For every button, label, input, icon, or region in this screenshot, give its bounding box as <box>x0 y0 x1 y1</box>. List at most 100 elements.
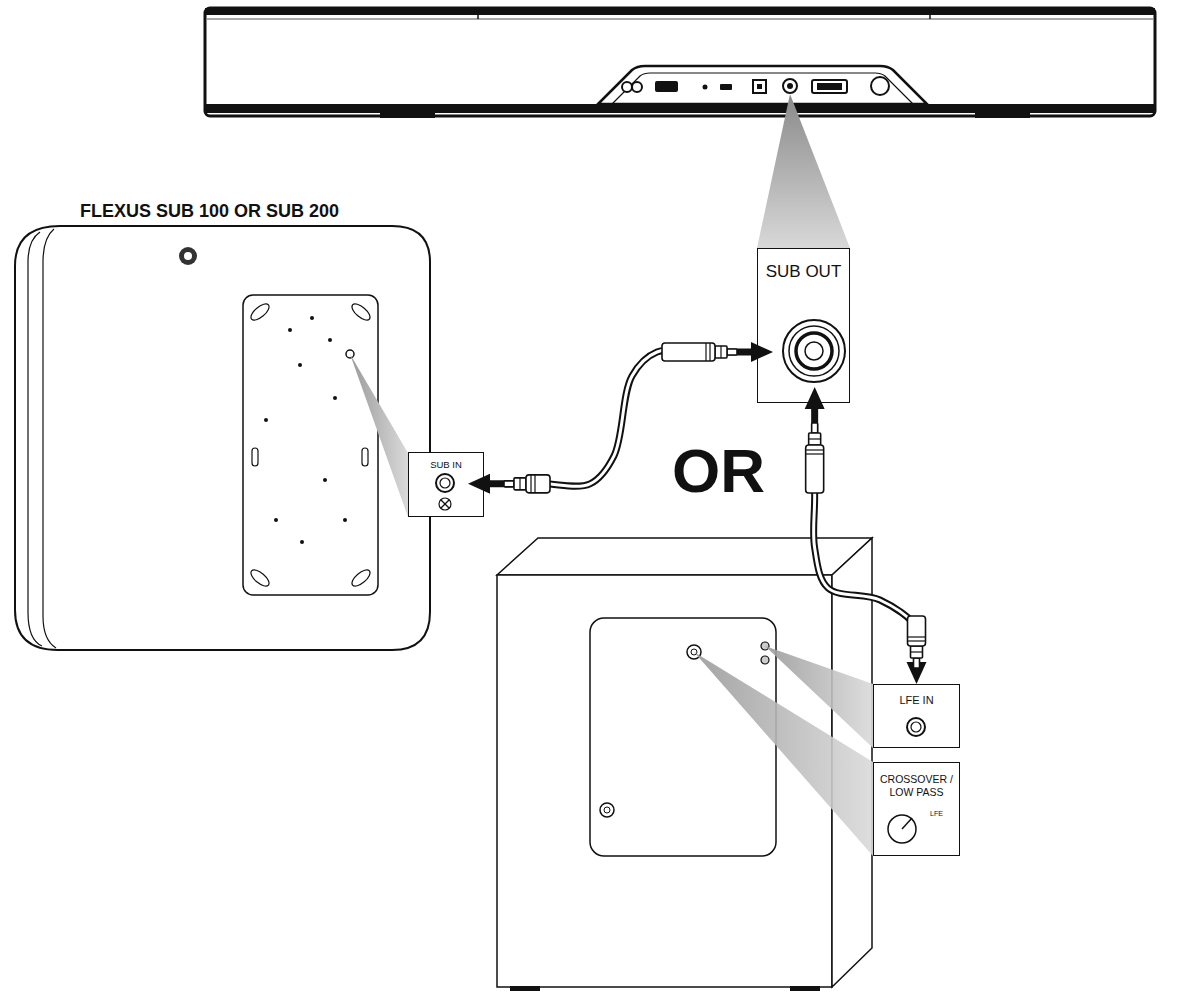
plug-pin <box>914 658 920 668</box>
mount-hole <box>298 363 302 367</box>
subwoofer-edge <box>43 229 56 648</box>
callout-box: LFE IN <box>873 684 960 748</box>
rca-plug <box>806 423 824 493</box>
box-label: LFE IN <box>877 694 956 707</box>
optical-port <box>753 80 766 93</box>
plug-grip <box>908 636 926 637</box>
keyhole-slot <box>252 448 258 466</box>
box-label: CROSSOVER / LOW PASS <box>877 773 956 799</box>
callout-beam <box>350 354 408 517</box>
usb-port <box>720 84 732 90</box>
wall-mount-plate <box>243 295 378 595</box>
subwoofer-button-core <box>184 252 192 260</box>
plug-pin <box>727 349 737 355</box>
mount-slot <box>349 567 372 589</box>
subwoofer-foot <box>790 986 820 991</box>
callout-box: SUB OUT <box>757 248 850 403</box>
mount-hole <box>323 478 327 482</box>
plug-grip <box>809 438 821 439</box>
mount-slot <box>248 567 271 589</box>
plug-pin <box>812 423 818 433</box>
box-label: SUB OUT <box>761 262 846 282</box>
hdmi-port <box>655 81 678 92</box>
jack-center <box>911 722 921 732</box>
keyhole-slot <box>362 448 368 466</box>
round-port <box>871 77 889 95</box>
power-port <box>632 82 642 92</box>
jack-ring <box>789 326 839 376</box>
plug-grip <box>519 478 520 490</box>
mount-hole <box>333 396 337 400</box>
soundbar-foot <box>380 113 435 118</box>
mount-hole <box>288 328 292 332</box>
jack-ring <box>436 474 454 492</box>
lfe-port <box>761 656 769 664</box>
plug-grip <box>911 651 923 652</box>
plug-grip <box>534 475 535 493</box>
plug-pin <box>504 481 514 487</box>
callout-beam <box>765 646 873 748</box>
mount-hole <box>310 316 314 320</box>
rs232-port-core <box>817 83 842 90</box>
soundbar-seam <box>929 15 931 19</box>
plug-grip <box>806 453 824 454</box>
cable-connector <box>814 403 919 684</box>
subwoofer-button <box>179 247 197 265</box>
product-label: FLEXUS SUB 100 OR SUB 200 <box>80 202 339 220</box>
sub-out-port <box>783 79 797 93</box>
plug-sleeve <box>911 646 923 658</box>
or-label: OR <box>672 440 765 502</box>
subwoofer-foot <box>510 986 540 991</box>
plug-body <box>806 445 824 493</box>
plug-grip <box>908 640 926 641</box>
jack-center <box>805 342 823 360</box>
soundbar-body <box>205 8 1155 116</box>
soundbar-edge-line <box>207 19 1153 20</box>
connection-panel-inner <box>612 73 913 104</box>
callout-box: SUB IN <box>408 452 484 517</box>
connector-symbol <box>872 683 959 747</box>
dial-pointer <box>902 818 912 829</box>
jack-ring <box>783 320 845 382</box>
sub-out-port-core <box>787 83 793 89</box>
subwoofer-front <box>497 575 832 987</box>
plug-grip <box>709 343 710 361</box>
rear-panel <box>590 618 776 856</box>
rca-plug <box>662 343 737 361</box>
power-port <box>622 82 632 92</box>
plug-body <box>662 343 715 361</box>
jack-ring <box>907 718 925 736</box>
optical-port-core <box>757 84 762 89</box>
callout-beam <box>757 94 850 248</box>
connection-panel <box>598 66 927 104</box>
rs232-port <box>812 80 847 93</box>
power-socket <box>600 803 614 817</box>
box-label: SUB IN <box>412 460 480 471</box>
mount-hole <box>343 518 347 522</box>
cable-core <box>814 403 919 684</box>
soundbar-foot <box>975 113 1030 118</box>
cable-group <box>806 403 926 684</box>
screw-symbol <box>439 498 451 510</box>
plug-grip <box>720 346 721 358</box>
mount-slot <box>349 301 372 323</box>
power-socket-core <box>604 807 610 813</box>
plug-grip <box>705 343 706 361</box>
plug-sleeve <box>715 346 727 358</box>
mount-slot <box>248 301 271 323</box>
mount-hole <box>300 540 304 544</box>
rca-plug <box>908 616 926 668</box>
soundbar-seam <box>477 15 479 19</box>
screw-slot <box>441 500 449 508</box>
jack-ring <box>796 333 832 369</box>
jack-center <box>440 478 450 488</box>
dial-symbol <box>888 815 916 843</box>
mount-hole <box>264 418 268 422</box>
soundbar-top-band <box>205 8 1155 15</box>
plug-body <box>908 616 926 646</box>
dial-label: LFE <box>930 810 943 818</box>
plug-body <box>526 475 550 493</box>
soundbar-bottom-band <box>205 104 1155 113</box>
